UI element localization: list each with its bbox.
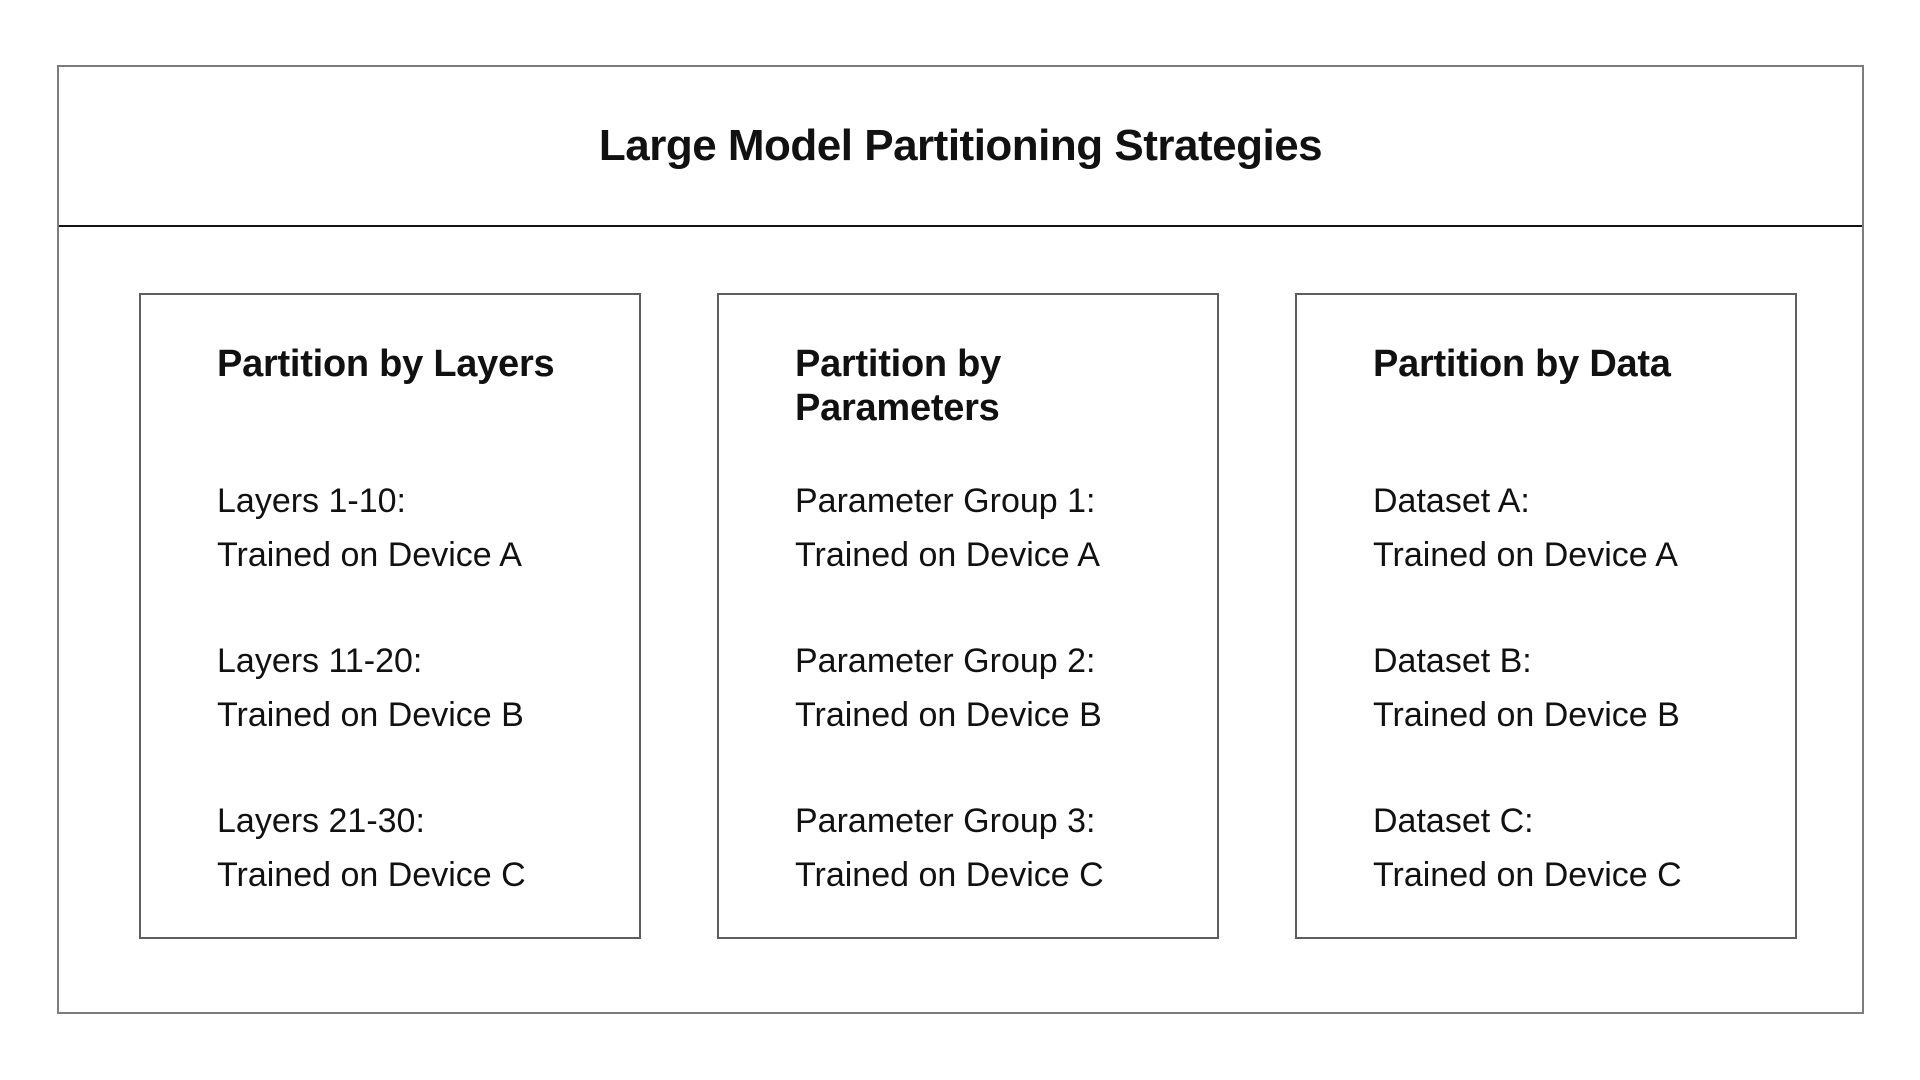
page-title: Large Model Partitioning Strategies [598, 121, 1323, 170]
row-value: Trained on Device B [217, 696, 524, 734]
row-value: Trained on Device A [795, 536, 1100, 574]
card-row: Parameter Group 2: Trained on Device B [795, 634, 1193, 742]
card-row: Layers 21-30: Trained on Device C [217, 794, 615, 902]
card-row: Dataset B: Trained on Device B [1373, 634, 1771, 742]
row-value: Trained on Device C [1373, 856, 1682, 894]
row-label: Parameter Group 1: [795, 482, 1096, 520]
row-label: Dataset C: [1373, 802, 1534, 840]
card-heading: Partition by Data [1373, 343, 1671, 385]
row-label: Dataset A: [1373, 482, 1530, 520]
row-value: Trained on Device B [795, 696, 1102, 734]
row-value: Trained on Device A [1373, 536, 1678, 574]
card-heading: Partition by Layers [217, 343, 555, 385]
card-partition-by-layers: Partition by Layers Layers 1-10: Trained… [139, 293, 641, 939]
diagram-frame: Large Model Partitioning Strategies Part… [57, 65, 1864, 1014]
card-partition-by-parameters: Partition by Parameters Parameter Group … [717, 293, 1219, 939]
row-label: Layers 1-10: [217, 482, 406, 520]
row-value: Trained on Device C [795, 856, 1104, 894]
card-row: Layers 1-10: Trained on Device A [217, 474, 615, 582]
row-value: Trained on Device C [217, 856, 526, 894]
card-row: Parameter Group 3: Trained on Device C [795, 794, 1193, 902]
row-label: Layers 11-20: [217, 642, 423, 680]
row-label: Parameter Group 3: [795, 802, 1096, 840]
card-row: Parameter Group 1: Trained on Device A [795, 474, 1193, 582]
row-value: Trained on Device B [1373, 696, 1680, 734]
row-label: Layers 21-30: [217, 802, 425, 840]
row-label: Parameter Group 2: [795, 642, 1096, 680]
diagram-header: Large Model Partitioning Strategies [59, 67, 1862, 227]
card-row: Dataset A: Trained on Device A [1373, 474, 1771, 582]
card-heading: Partition by Parameters [795, 343, 1002, 429]
row-label: Dataset B: [1373, 642, 1532, 680]
strategy-cards: Partition by Layers Layers 1-10: Trained… [59, 227, 1862, 939]
row-value: Trained on Device A [217, 536, 522, 574]
card-partition-by-data: Partition by Data Dataset A: Trained on … [1295, 293, 1797, 939]
card-row: Layers 11-20: Trained on Device B [217, 634, 615, 742]
card-row: Dataset C: Trained on Device C [1373, 794, 1771, 902]
